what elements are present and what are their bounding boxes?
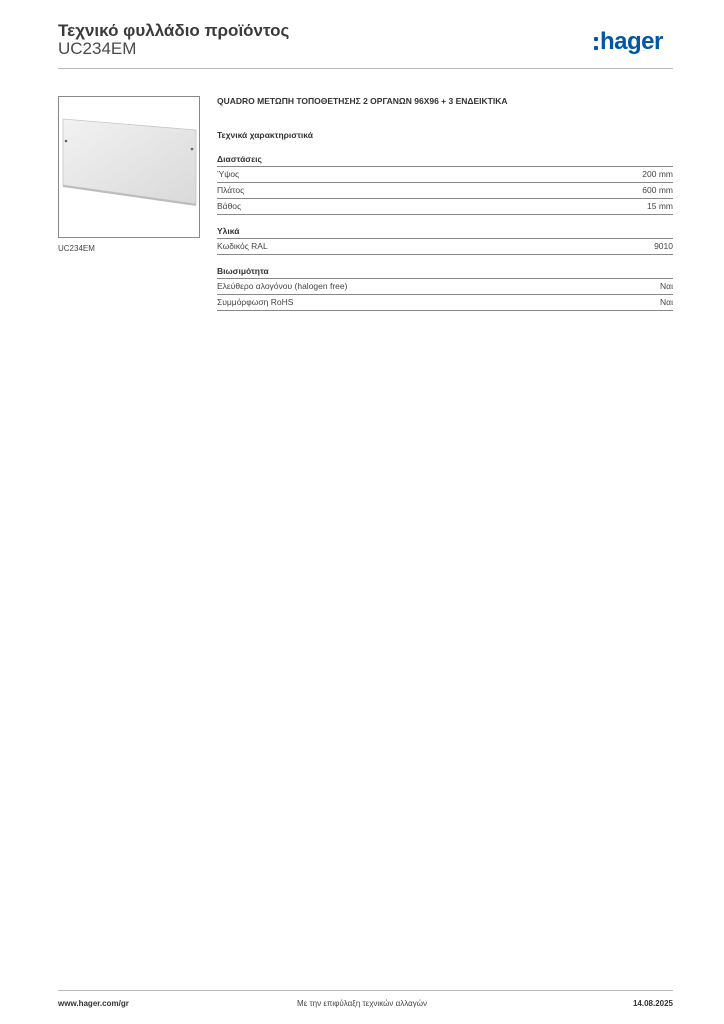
logo-dots-icon [594,36,598,50]
hager-logo: hager [594,27,663,57]
specs-title: Τεχνικά χαρακτηριστικά [217,130,313,140]
footer-notice: Με την επιφύλαξη τεχνικών αλλαγών [297,999,427,1008]
logo-text: hager [600,28,663,55]
spec-label: Πλάτος [217,185,245,195]
spec-row: Πλάτος 600 mm [217,183,673,199]
footer-divider [58,990,673,991]
spec-label: Ύψος [217,169,240,179]
spec-value: 600 mm [642,185,673,195]
product-image-caption: UC234EM [58,244,95,253]
spec-value: Ναι [660,297,673,307]
spec-value: 200 mm [642,169,673,179]
spec-row: Ύψος 200 mm [217,167,673,183]
spec-label: Βάθος [217,201,242,211]
spec-row: Βάθος 15 mm [217,199,673,215]
front-panel-icon [62,118,197,206]
spec-label: Κωδικός RAL [217,241,268,251]
spec-value: 9010 [654,241,673,251]
spec-content: QUADRO ΜΕΤΩΠΗ ΤΟΠΟΘΕΤΗΣΗΣ 2 ΟΡΓΑΝΩΝ 96Χ9… [217,96,673,311]
spec-row: Ελεύθερο αλογόνου (halogen free) Ναι [217,279,673,295]
group-sustainability-title: Βιωσιμότητα [217,266,673,279]
spec-value: 15 mm [647,201,673,211]
group-materials-title: Υλικά [217,226,673,239]
product-image [58,96,200,238]
footer-date: 14.08.2025 [632,999,673,1008]
product-name: QUADRO ΜΕΤΩΠΗ ΤΟΠΟΘΕΤΗΣΗΣ 2 ΟΡΓΑΝΩΝ 96Χ9… [217,96,508,106]
footer-website-link[interactable]: www.hager.com/gr [58,999,129,1008]
header-title: Τεχνικό φυλλάδιο προϊόντος [58,21,290,40]
group-dimensions-title: Διαστάσεις [217,154,673,167]
spec-label: Ελεύθερο αλογόνου (halogen free) [217,281,348,291]
header-divider [58,68,673,69]
spec-row: Κωδικός RAL 9010 [217,239,673,255]
spec-value: Ναι [660,281,673,291]
product-code-heading: UC234EM [58,39,137,58]
spec-label: Συμμόρφωση RoHS [217,297,294,307]
spec-row: Συμμόρφωση RoHS Ναι [217,295,673,311]
